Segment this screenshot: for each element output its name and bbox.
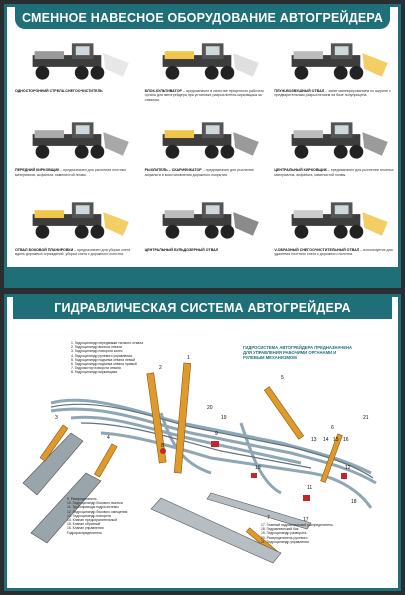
legend-top: 1. Гидроцилиндр передвижки тягового отва… — [71, 341, 176, 375]
legend-entry: Гидрораспределитель — [67, 530, 102, 535]
attachment-item: РЫХЛИТЕЛЬ – СКАРИФИКАТОР – предназначен … — [143, 112, 267, 189]
hydraulic-title: ГИДРАВЛИЧЕСКАЯ СИСТЕМА АВТОГРЕЙДЕРА — [13, 297, 392, 319]
callout-number: 4 — [107, 435, 110, 441]
callout-number: 8 — [161, 443, 164, 449]
attachment-description: – занят маневрированием по ширине с пред… — [274, 89, 391, 98]
attachment-item: V-ОБРАЗНЫЙ СНЕГООЧИСТИТЕЛЬНЫЙ ОТВАЛ – ис… — [272, 192, 396, 269]
attachment-name: ОДНОСТОРОННИЙ СТРЕЛА-СНЕГООЧИСТИТЕЛЬ — [15, 89, 103, 93]
callout-number: 15 — [333, 437, 339, 443]
attachment-description: – предназначен в качестве прицепного раб… — [144, 89, 265, 102]
legend-entry: 5. Гидроцилиндр подъема отвала левый — [71, 357, 135, 362]
hydraulic-note: ГИДРОСИСТЕМА АВТОГРЕЙДЕРА ПРЕДНАЗНАЧЕНА … — [243, 345, 353, 360]
legend-entry: 11. Трубопроводы гидросистемы — [67, 505, 119, 510]
callout-number: 17 — [303, 517, 309, 523]
legend-entry: 7. Гидромотор поворота отвала — [71, 366, 121, 371]
callout-number: 5 — [281, 375, 284, 381]
attachment-item: ЦЕНТРАЛЬНЫЙ КИРКОВЩИК – предназначен для… — [272, 112, 396, 189]
attachment-caption: БЛОК-КУЛЬТИВАТОР – предназначен в качест… — [145, 89, 265, 102]
attachment-description: – предназначен для уборки снега вдоль до… — [15, 247, 131, 256]
legend-entry: 14. Клапан предохранительный — [67, 518, 117, 523]
attachment-name: ПЛУЖ-ВОЗВУШНЫЙ ОТВАЛ — [274, 89, 325, 93]
attachment-description: – предназначен для рыхления асфальта и в… — [144, 168, 254, 177]
legend-entry: 12. Гидроцилиндр бокового смещения — [67, 509, 128, 514]
attachment-name: ОТВАЛ БОКОВОЙ ПЛАНИРОВКИ — [15, 247, 74, 252]
attachment-caption: ЦЕНТРАЛЬНЫЙ КИРКОВЩИК – предназначен для… — [274, 168, 394, 177]
attachment-name: ЦЕНТРАЛЬНЫЙ БУЛЬДОЗЕРНЫЙ ОТВАЛ — [144, 247, 219, 252]
attachment-description: – предназначен для рыхления плотных мате… — [15, 168, 127, 177]
legend-entry: 2. Гидроцилиндр выноса отвала — [71, 345, 122, 350]
attachment-description: – используется для удаления плотного сне… — [274, 247, 393, 256]
callout-number: 19 — [221, 415, 227, 421]
attachment-item: БЛОК-КУЛЬТИВАТОР – предназначен в качест… — [143, 33, 267, 110]
attachment-item: ОДНОСТОРОННИЙ СТРЕЛА-СНЕГООЧИСТИТЕЛЬ — [13, 33, 137, 110]
legend-entry: 3. Гидроцилиндр поворота колес — [71, 349, 123, 354]
legend-entry: 8. Гидроцилиндр кирковщика — [71, 370, 118, 375]
attachment-item: ОТВАЛ БОКОВОЙ ПЛАНИРОВКИ – предназначен … — [13, 192, 137, 269]
attachment-caption: РЫХЛИТЕЛЬ – СКАРИФИКАТОР – предназначен … — [145, 168, 265, 177]
callout-number: 6 — [331, 425, 334, 431]
hydraulic-poster: ГИДРАВЛИЧЕСКАЯ СИСТЕМА АВТОГРЕЙДЕРА — [4, 294, 401, 591]
attachment-name: БЛОК-КУЛЬТИВАТОР — [144, 89, 182, 93]
attachment-caption: ОДНОСТОРОННИЙ СТРЕЛА-СНЕГООЧИСТИТЕЛЬ — [15, 89, 135, 93]
legend-entry: 16. Клапан управления — [67, 526, 104, 531]
legend-entry: 4. Гидроцилиндр рулевого управления — [71, 353, 132, 358]
callout-number: 7 — [267, 515, 270, 521]
legend-bottom: 17. Главный гидравлический распределител… — [261, 523, 386, 544]
attachment-name: V-ОБРАЗНЫЙ СНЕГООЧИСТИТЕЛЬНЫЙ ОТВАЛ — [274, 247, 360, 252]
callout-number: 10 — [255, 465, 261, 471]
legend-entry: 15. Клапан обратный — [67, 522, 101, 527]
attachments-title: СМЕННОЕ НАВЕСНОЕ ОБОРУДОВАНИЕ АВТОГРЕЙДЕ… — [15, 7, 390, 29]
legend-entry: 20. Распределитель рулевого — [261, 535, 308, 540]
legend-entry: 6. Гидроцилиндр подъема отвала правый — [71, 362, 137, 367]
attachment-caption: ПЛУЖ-ВОЗВУШНЫЙ ОТВАЛ – занят маневрирова… — [274, 89, 394, 98]
attachment-item: ЦЕНТРАЛЬНЫЙ БУЛЬДОЗЕРНЫЙ ОТВАЛ — [143, 192, 267, 269]
legend-entry: 19. Гидроцилиндр разворота — [261, 531, 307, 536]
attachment-name: ПЕРЕДНИЙ КИРКОВЩИК — [15, 168, 60, 173]
footer-strip — [7, 267, 398, 285]
legend-entry: 9. Распределитель — [67, 497, 97, 501]
legend-entry: 17. Главный гидравлический распределител… — [261, 523, 333, 527]
callout-number: 12 — [345, 465, 351, 471]
legend-entry: 21. Гидроцилиндр управления — [261, 539, 309, 544]
legend-entry: 13. Гидроцилиндр поворота — [67, 513, 111, 518]
attachments-poster: СМЕННОЕ НАВЕСНОЕ ОБОРУДОВАНИЕ АВТОГРЕЙДЕ… — [4, 4, 401, 288]
callout-number: 11 — [307, 485, 312, 491]
callout-number: 2 — [159, 365, 162, 371]
attachment-name: РЫХЛИТЕЛЬ – СКАРИФИКАТОР — [144, 168, 202, 173]
attachment-description: – предназначен для рыхления плотных мате… — [274, 168, 394, 177]
legend-entry: 18. Гидравлический бак — [261, 527, 299, 532]
attachment-caption: ОТВАЛ БОКОВОЙ ПЛАНИРОВКИ – предназначен … — [15, 248, 135, 257]
callout-number: 16 — [343, 437, 349, 443]
callout-number: 3 — [55, 415, 58, 421]
attachment-item: ПЕРЕДНИЙ КИРКОВЩИК – предназначен для ры… — [13, 112, 137, 189]
callout-number: 21 — [363, 415, 369, 421]
callout-number: 18 — [351, 499, 357, 505]
callout-number: 14 — [323, 437, 329, 443]
callout-number: 13 — [311, 437, 317, 443]
legend-entry: 10. Гидроцилиндр бокового выноса — [67, 501, 123, 506]
attachment-caption: ЦЕНТРАЛЬНЫЙ БУЛЬДОЗЕРНЫЙ ОТВАЛ — [145, 248, 265, 252]
callout-number: 1 — [187, 355, 190, 361]
attachment-caption: ПЕРЕДНИЙ КИРКОВЩИК – предназначен для ры… — [15, 168, 135, 177]
attachment-caption: V-ОБРАЗНЫЙ СНЕГООЧИСТИТЕЛЬНЫЙ ОТВАЛ – ис… — [274, 248, 394, 257]
callout-number: 20 — [207, 405, 213, 411]
callout-number: 9 — [215, 431, 218, 437]
attachment-item: ПЛУЖ-ВОЗВУШНЫЙ ОТВАЛ – занят маневрирова… — [272, 33, 396, 110]
attachment-name: ЦЕНТРАЛЬНЫЙ КИРКОВЩИК — [274, 168, 327, 173]
attachments-grid: ОДНОСТОРОННИЙ СТРЕЛА-СНЕГООЧИСТИТЕЛЬ БЛО… — [13, 33, 396, 269]
legend-entry: 1. Гидроцилиндр передвижки тягового отва… — [71, 341, 144, 345]
